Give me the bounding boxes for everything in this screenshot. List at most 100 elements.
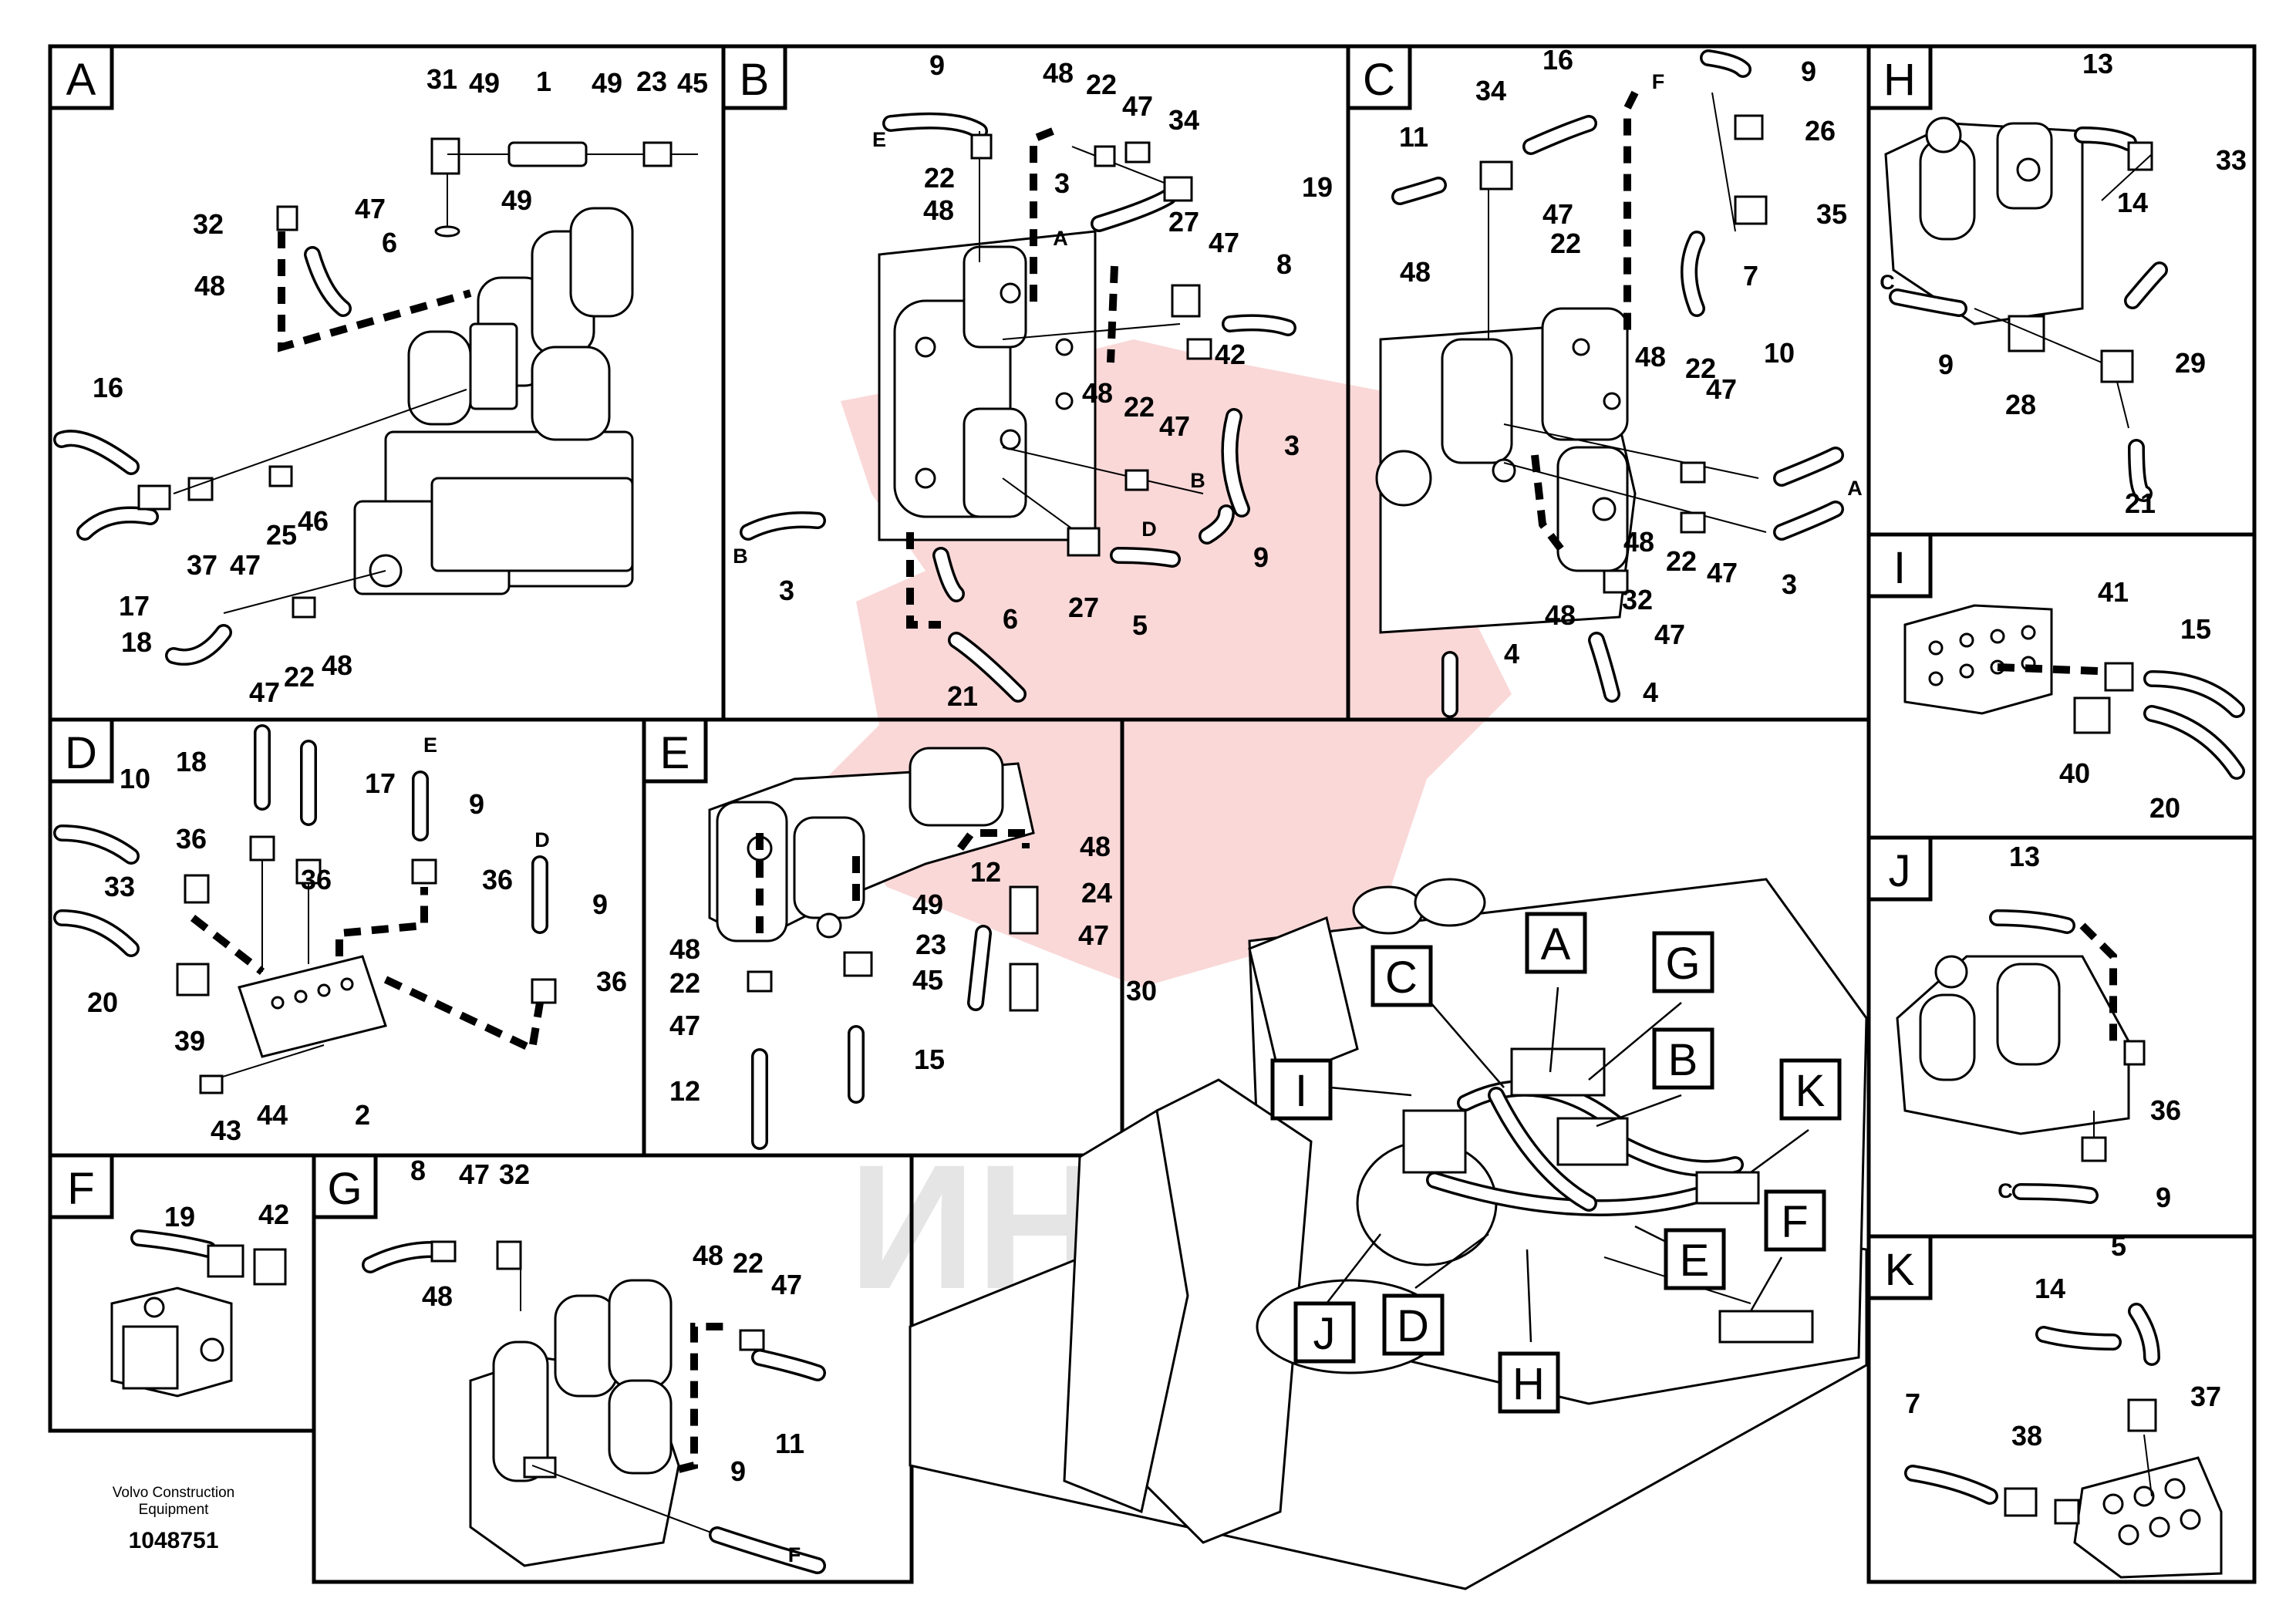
callout-d-2: 17	[365, 767, 396, 799]
callout-a-20: 48	[322, 649, 352, 681]
overview-label-c: C	[1371, 945, 1433, 1007]
callout-d-9: D	[534, 828, 550, 851]
panel-c-label: C	[1346, 44, 1412, 110]
callout-a-6: 32	[193, 208, 224, 240]
callout-a-1: 49	[469, 67, 500, 99]
svg-text:B: B	[1668, 1035, 1698, 1085]
callout-d-15: 44	[257, 1099, 288, 1131]
callout-e-6: 23	[915, 929, 946, 960]
callout-a-8: 6	[382, 227, 397, 258]
panel-f-artwork	[110, 1229, 287, 1398]
callout-g-4: 48	[693, 1239, 723, 1271]
callout-b-6: 22	[924, 162, 955, 194]
svg-text:J: J	[1889, 846, 1911, 896]
callout-j-3: 9	[2156, 1182, 2171, 1213]
svg-text:A: A	[1541, 919, 1571, 969]
callout-c-18: 47	[1707, 557, 1738, 588]
callout-c-16: 48	[1623, 526, 1654, 558]
panel-c-artwork	[1375, 49, 1844, 718]
callout-c-0: 16	[1542, 44, 1573, 76]
callout-b-8: 3	[1054, 167, 1070, 199]
callout-c-1: F	[1652, 70, 1665, 93]
callout-c-23: 4	[1504, 638, 1519, 669]
callout-c-14: 10	[1764, 337, 1795, 369]
callout-b-3: 47	[1122, 90, 1153, 122]
callout-d-5: 36	[176, 823, 207, 855]
callout-f-1: 42	[258, 1199, 289, 1230]
callout-c-22: 47	[1654, 619, 1685, 650]
callout-c-3: 11	[1399, 121, 1428, 153]
callout-a-2: 1	[536, 66, 551, 97]
callout-a-3: 49	[592, 67, 622, 99]
callout-g-1: 47	[459, 1158, 490, 1190]
callout-e-5: 48	[669, 933, 700, 965]
callout-b-21: 3	[779, 575, 794, 606]
valve-block-a	[353, 207, 634, 595]
panel-k-frame	[1866, 1234, 2257, 1584]
control-valve-c	[1375, 307, 1637, 634]
callout-j-2: C	[1998, 1179, 2013, 1202]
callout-d-8: 33	[104, 871, 135, 902]
callout-g-8: 9	[730, 1455, 746, 1487]
callout-a-7: 47	[355, 193, 386, 224]
callout-d-14: 43	[211, 1114, 241, 1146]
callout-c-24: 4	[1643, 676, 1658, 708]
hoses-b	[740, 112, 1296, 703]
panel-a-frame	[48, 44, 726, 722]
svg-text:K: K	[1885, 1245, 1915, 1295]
overview-label-k: K	[1779, 1058, 1842, 1121]
callout-b-25: 27	[1068, 592, 1099, 623]
callout-b-17: 48	[1082, 377, 1113, 409]
callout-h-3: C	[1880, 271, 1895, 294]
callout-b-1: 48	[1043, 57, 1074, 89]
overview-label-i: I	[1270, 1058, 1333, 1121]
callout-d-11: 20	[87, 986, 118, 1018]
callout-b-2: 22	[1086, 69, 1117, 100]
callout-h-6: 29	[2175, 347, 2206, 379]
svg-text:A: A	[66, 55, 96, 105]
callout-b-15: 3	[1284, 430, 1300, 461]
overview-label-d: D	[1382, 1293, 1445, 1356]
callout-c-2: 9	[1801, 56, 1816, 87]
overview-label-f: F	[1764, 1189, 1826, 1252]
callout-k-0: 5	[2111, 1230, 2126, 1262]
panel-d-label: D	[48, 717, 114, 784]
panel-g-artwork	[362, 1240, 826, 1574]
svg-text:D: D	[1397, 1301, 1429, 1351]
callout-a-5: 45	[677, 67, 708, 99]
drawing-number: 1048751	[128, 1528, 219, 1553]
svg-text:E: E	[1680, 1236, 1710, 1286]
callout-g-6: 47	[771, 1269, 802, 1300]
callout-d-12: 39	[174, 1025, 205, 1057]
callout-d-16: 2	[355, 1099, 370, 1131]
callout-i-0: 41	[2098, 576, 2129, 608]
callout-a-18: 47	[249, 676, 280, 708]
callout-a-9: 48	[194, 270, 225, 302]
callout-a-12: 17	[119, 590, 150, 622]
callout-a-13: 37	[187, 549, 217, 581]
callout-g-7: 11	[775, 1428, 804, 1459]
panel-a-label: A	[48, 44, 114, 110]
callout-h-2: 14	[2117, 187, 2148, 218]
callout-b-14: 42	[1215, 339, 1246, 370]
callout-d-1: 18	[176, 746, 207, 777]
panel-h-artwork	[1884, 116, 2168, 502]
callout-f-0: 19	[164, 1201, 195, 1233]
panel-k-label: K	[1866, 1234, 1933, 1300]
callout-a-10: 49	[501, 184, 532, 216]
svg-text:G: G	[327, 1164, 362, 1214]
callout-g-3: 48	[422, 1280, 453, 1312]
callout-c-7: 35	[1816, 198, 1847, 230]
overview-label-j: J	[1293, 1301, 1356, 1364]
overview-label-a: A	[1525, 912, 1587, 974]
callout-d-10: 9	[592, 889, 608, 920]
panel-letters: A B C H I D E J F G K	[48, 44, 1933, 1300]
callout-j-0: 13	[2009, 841, 2040, 872]
callout-a-4: 23	[636, 66, 667, 97]
svg-text:D: D	[65, 728, 97, 778]
overview-label-g: G	[1652, 931, 1714, 993]
panel-e-artwork	[708, 747, 1039, 1150]
callout-e-7: 22	[669, 967, 700, 999]
callout-d-7: 36	[482, 864, 513, 895]
